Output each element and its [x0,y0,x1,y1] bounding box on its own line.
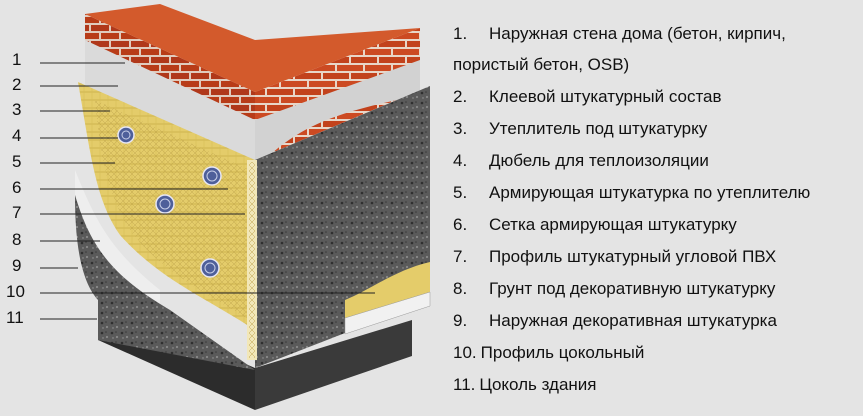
legend-text: Цоколь здания [479,375,597,394]
legend-text: Армирующая штукатурка по утеплителю [489,183,811,202]
legend-item-1: 1. Наружная стена дома (бетон, кирпич, [453,24,786,44]
legend-item-2: 2. Клеевой штукатурный состав [453,87,722,107]
callout-9: 9 [12,256,22,275]
legend-num: 7. [453,247,468,266]
dowel-icon [117,126,222,278]
legend-num: 3. [453,119,468,138]
legend-item-10: 10.Профиль цокольный [453,343,644,363]
legend-num: 4. [453,151,468,170]
callout-7: 7 [12,203,22,222]
callout-8: 8 [12,230,22,249]
legend-text: Профиль цокольный [480,343,645,362]
legend-text: Наружная стена дома (бетон, кирпич, [489,24,786,43]
callout-3: 3 [12,100,22,119]
callout-2: 2 [12,75,22,94]
callout-4: 4 [12,126,22,145]
legend-text: Наружная декоративная штукатурка [489,311,777,330]
decorative-plaster-left [75,195,255,370]
legend-text: Сетка армирующая штукатурку [489,215,737,234]
legend-item-11: 11.Цоколь здания [453,375,597,395]
legend-item-6: 6. Сетка армирующая штукатурку [453,215,737,235]
legend-item-1-cont: пористый бетон, OSB) [453,55,629,75]
legend-item-7: 7. Профиль штукатурный угловой ПВХ [453,247,776,267]
callout-11: 11 [6,308,24,327]
legend-item-3: 3. Утеплитель под штукатурку [453,119,707,139]
legend-num: 6. [453,215,468,234]
adhesive-layer [85,40,255,170]
leader-lines [40,62,375,320]
legend-num: 11. [453,375,476,394]
callout-6: 6 [12,178,22,197]
wall-layers-diagram [40,4,431,410]
legend-num: 8. [453,279,468,298]
legend-num: 9. [453,311,468,330]
legend-num: 1. [453,24,468,43]
legend-num: 5. [453,183,468,202]
legend-num: 10. [453,343,477,362]
legend-text: Дюбель для теплоизоляции [489,151,709,170]
callout-5: 5 [12,152,22,171]
legend-text: Утеплитель под штукатурку [489,119,708,138]
legend-text: Грунт под декоративную штукатурку [489,279,776,298]
legend-item-8: 8. Грунт под декоративную штукатурку [453,279,775,299]
callout-1: 1 [12,50,22,69]
legend-item-5: 5. Армирующая штукатурка по утеплителю [453,183,810,203]
callout-10: 10 [6,282,25,301]
legend-item-9: 9. Наружная декоративная штукатурка [453,311,777,331]
legend-num: 2. [453,87,468,106]
legend-text: Клеевой штукатурный состав [489,87,722,106]
legend-text-cont: пористый бетон, OSB) [453,55,630,74]
legend-item-4: 4. Дюбель для теплоизоляции [453,151,709,171]
legend-text: Профиль штукатурный угловой ПВХ [489,247,777,266]
base-profile [344,291,431,335]
